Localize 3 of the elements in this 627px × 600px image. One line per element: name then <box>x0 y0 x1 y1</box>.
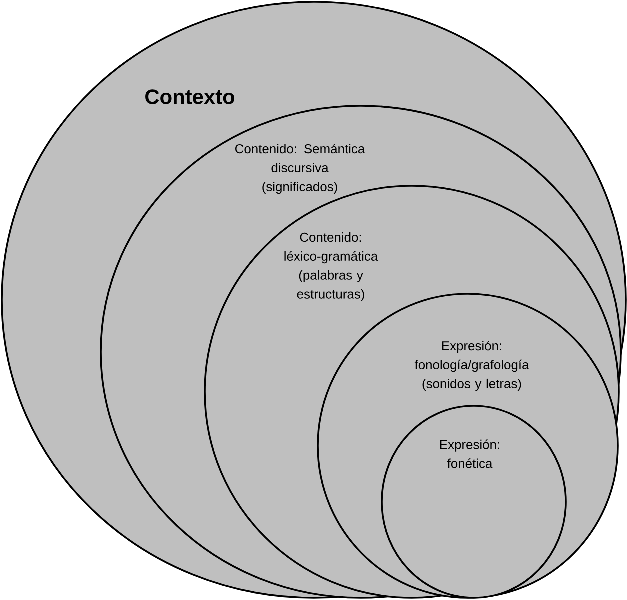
circle-region: Expresión: fonética <box>381 405 567 599</box>
node-label: Expresión: fonología/grafología (sonidos y letras) <box>414 340 530 392</box>
node-label: Expresión: fonética <box>440 440 500 468</box>
